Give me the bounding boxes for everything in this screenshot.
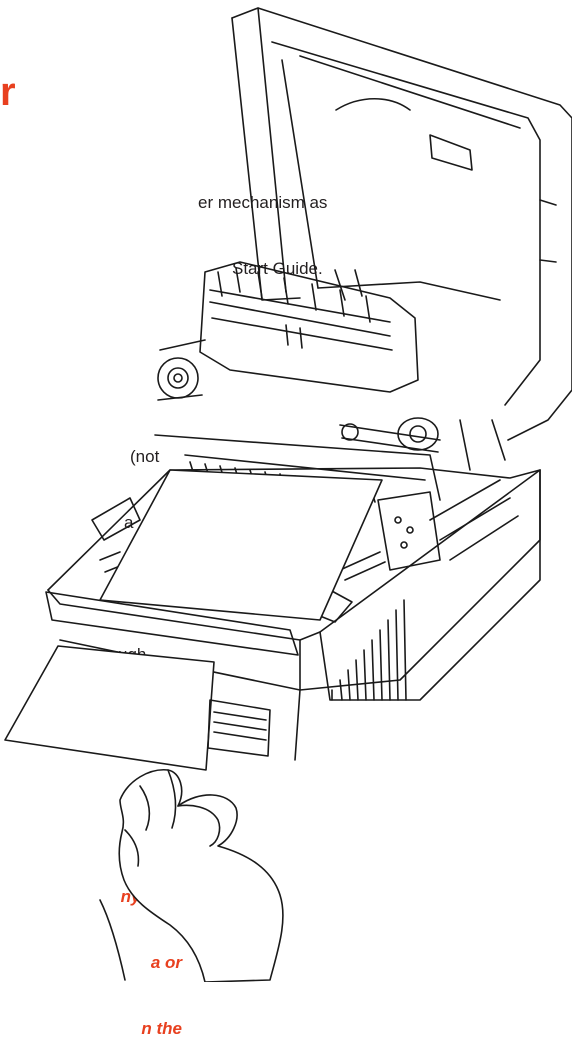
text-line: er mechanism as (198, 193, 328, 212)
print-head-assembly (157, 261, 441, 453)
tear-bar (45, 591, 299, 757)
section-heading: r (0, 70, 16, 114)
printer-lid (231, 7, 572, 441)
media-sheet (4, 469, 383, 771)
warning-line: a or (150, 953, 182, 972)
text-line: (not (130, 447, 160, 466)
text-line: a (124, 513, 134, 532)
instruction-paragraph-1: er mechanism as Start Guide. (0, 148, 327, 302)
printer-open-lid-hand-pulling-media-icon (4, 7, 572, 982)
hand-icon (99, 769, 284, 982)
warning-line: n the (141, 1019, 182, 1038)
